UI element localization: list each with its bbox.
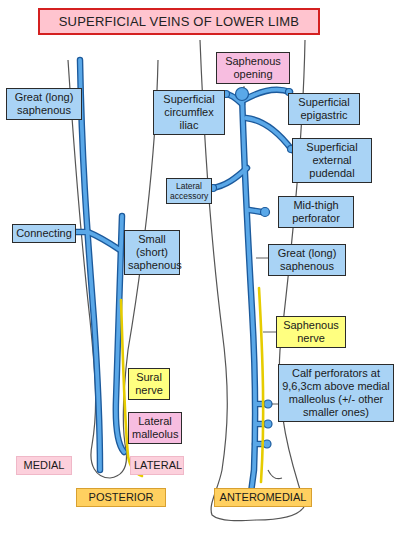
label-box: Superficial epigastric	[288, 93, 360, 125]
malleolus-outline	[268, 470, 282, 479]
label-text: Superficial epigastric	[292, 96, 356, 122]
perforator-symbol	[264, 400, 272, 408]
perforator-symbol	[263, 440, 271, 448]
label-text: Great (long) saphenous	[272, 247, 342, 273]
label-text: POSTERIOR	[80, 491, 162, 504]
label-text: Sural nerve	[132, 371, 166, 397]
label-box: Lateral malleolus	[128, 412, 182, 444]
label-box: Superficial circumflex iliac	[153, 90, 225, 135]
label-box: Saphenous opening	[216, 52, 290, 84]
label-text: Lateral malleolus	[132, 415, 178, 441]
label-box: Lateral accessory	[166, 178, 212, 204]
vein-outline	[76, 60, 292, 500]
diagram-title: SUPERFICIAL VEINS OF LOWER LIMB	[38, 8, 320, 35]
label-text: Superficial circumflex iliac	[157, 93, 221, 132]
label-box: ANTEROMEDIAL	[214, 488, 312, 507]
label-box: Saphenous nerve	[276, 316, 346, 348]
label-box: Connecting	[12, 224, 76, 243]
label-text: Saphenous opening	[220, 55, 286, 81]
label-text: Superficial external pudendal	[296, 141, 368, 180]
label-text: Great (long) saphenous	[10, 91, 78, 117]
label-box: POSTERIOR	[76, 488, 166, 507]
label-box: MEDIAL	[16, 456, 72, 475]
label-box: Small (short) saphenous	[124, 230, 180, 275]
label-box: Great (long) saphenous	[268, 244, 346, 276]
label-text: MEDIAL	[20, 459, 68, 472]
perforator-symbol	[264, 420, 272, 428]
perforator-symbol	[261, 208, 270, 217]
label-text: Calf perforators at 9,6,3cm above medial…	[282, 367, 390, 419]
leader-line	[244, 86, 245, 88]
label-text: Small (short) saphenous	[128, 233, 176, 272]
label-box: Sural nerve	[128, 368, 170, 400]
label-box: Mid-thigh perforator	[278, 196, 354, 228]
vein-fill	[76, 60, 292, 500]
saphenous-nerve-line	[259, 288, 263, 482]
label-text: Lateral accessory	[170, 181, 208, 201]
label-box: Superficial external pudendal	[292, 138, 372, 183]
label-text: LATERAL	[134, 459, 180, 472]
label-box: LATERAL	[130, 456, 184, 475]
label-box: Great (long) saphenous	[6, 88, 82, 120]
label-text: Connecting	[16, 227, 72, 240]
leader-line	[263, 332, 276, 333]
label-text: ANTEROMEDIAL	[218, 491, 308, 504]
label-box: Calf perforators at 9,6,3cm above medial…	[278, 364, 394, 422]
label-text: Mid-thigh perforator	[282, 199, 350, 225]
label-text: Saphenous nerve	[280, 319, 342, 345]
leader-line	[256, 258, 268, 259]
saphenous-opening-symbol	[236, 88, 249, 101]
